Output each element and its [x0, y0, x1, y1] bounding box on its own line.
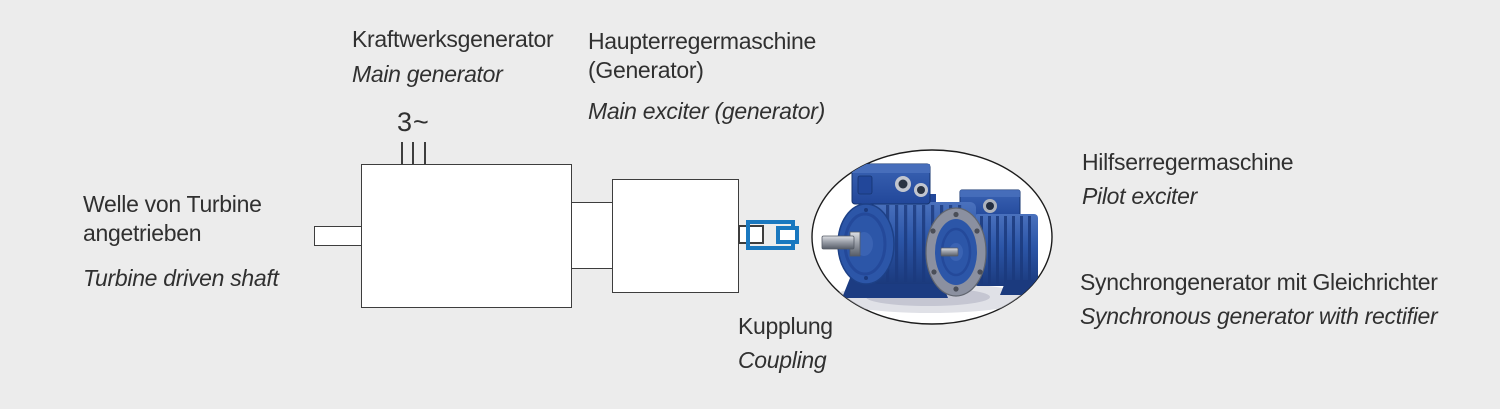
connecting-shaft: [571, 202, 613, 269]
label-turbine-shaft-de: Welle von Turbine angetrieben: [83, 191, 262, 246]
label-pilot-exciter-de: Hilfserregermaschine: [1082, 149, 1294, 175]
label-main-generator-en: Main generator: [352, 61, 503, 87]
label-turbine-shaft-en: Turbine driven shaft: [83, 265, 279, 291]
label-pilot-exciter-en: Pilot exciter: [1082, 183, 1197, 209]
main-exciter-box: [612, 179, 739, 293]
coupling-symbol-inner: [776, 226, 799, 244]
main-generator-box: [361, 164, 572, 308]
pilot-exciter-photo: [811, 149, 1053, 325]
label-main-exciter-en: Main exciter (generator): [588, 98, 825, 124]
label-sync-generator-en: Synchronous generator with rectifier: [1080, 303, 1438, 329]
turbine-input-shaft: [314, 226, 363, 246]
coupling-hub: [738, 225, 764, 244]
label-main-exciter: Haupterregermaschine (Generator) Main ex…: [588, 27, 843, 126]
label-coupling-de: Kupplung: [738, 313, 833, 339]
label-pilot-exciter: Hilfserregermaschine Pilot exciter: [1082, 148, 1500, 211]
three-phase-label: 3~: [397, 107, 430, 137]
label-main-generator-de: Kraftwerksgenerator: [352, 26, 554, 52]
label-coupling: Kupplung Coupling: [738, 312, 938, 375]
phase-wire-line: [401, 142, 403, 165]
phase-wire-line: [412, 142, 414, 165]
label-sync-generator: Synchrongenerator mit Gleichrichter Sync…: [1080, 268, 1500, 331]
label-main-exciter-de: Haupterregermaschine (Generator): [588, 28, 816, 83]
label-sync-generator-de: Synchrongenerator mit Gleichrichter: [1080, 269, 1438, 295]
label-coupling-en: Coupling: [738, 347, 827, 373]
right-motor-flange: [925, 207, 987, 297]
phase-wire-line: [424, 142, 426, 165]
label-turbine-shaft: Welle von Turbine angetrieben Turbine dr…: [83, 190, 288, 293]
label-main-generator: Kraftwerksgenerator Main generator: [352, 25, 592, 89]
